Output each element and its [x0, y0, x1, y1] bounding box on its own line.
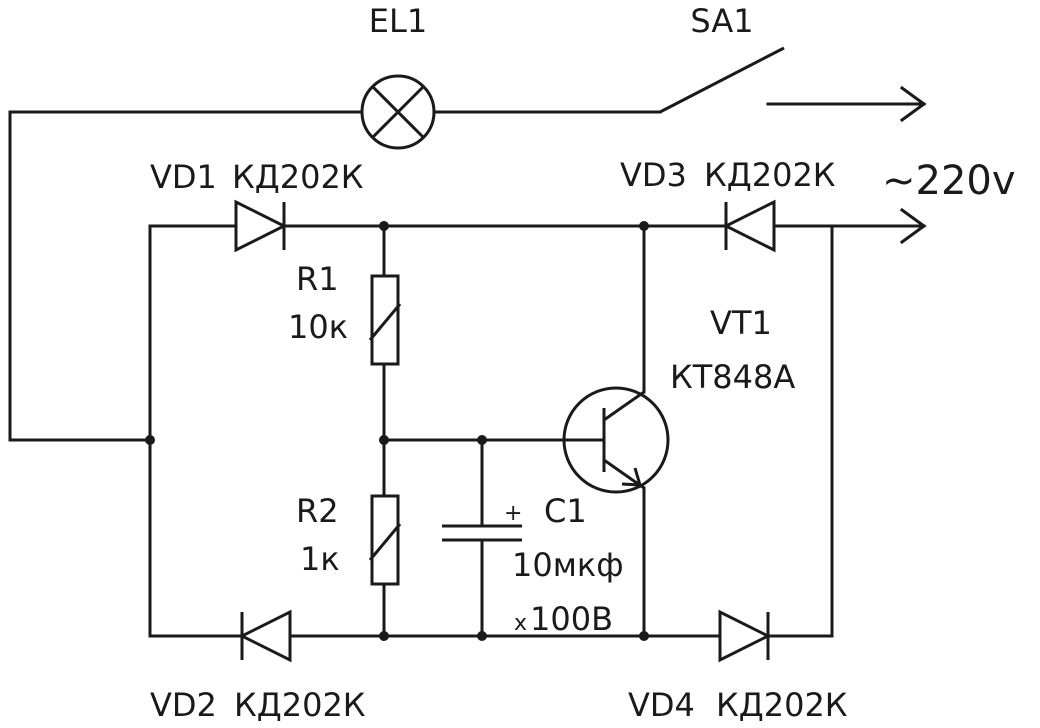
- resistor-r1: R1 10к: [288, 260, 402, 366]
- c1-name: C1: [544, 492, 587, 530]
- wire-lamp-loop: [8, 110, 364, 442]
- vt1-type: КТ848А: [670, 358, 795, 396]
- transistor-icon: [562, 386, 670, 494]
- vd3-name: VD3: [620, 156, 687, 194]
- transistor-emitter-lead: [603, 458, 645, 490]
- diode-vd1: VD1 КД202К: [150, 158, 364, 253]
- lamp-label: EL1: [369, 2, 427, 40]
- c1-voltage: 100В: [530, 600, 613, 638]
- c1-value: 10мкф: [512, 546, 624, 584]
- diode-vd3: VD3 КД202К: [620, 156, 836, 253]
- junction-dot: [639, 221, 649, 231]
- junctions: [145, 221, 649, 641]
- switch-lever-icon: [659, 46, 785, 114]
- vt1-name: VT1: [710, 304, 772, 342]
- vd2-type: КД202К: [234, 686, 366, 724]
- arrow-right-icon: [899, 85, 927, 123]
- junction-dot: [379, 631, 389, 641]
- emitter-arrow-icon: [621, 467, 643, 487]
- r2-value: 1к: [300, 540, 340, 578]
- vd3-type: КД202К: [704, 156, 836, 194]
- transistor-vt1: VT1 КТ848А: [562, 304, 795, 494]
- vd2-name: VD2: [150, 686, 217, 724]
- supply-label: ~220v: [882, 158, 1016, 204]
- resistor-r2: R2 1к: [296, 492, 402, 586]
- supply-terminals: ~220v: [766, 85, 1016, 245]
- diode-icon: [238, 609, 292, 663]
- switch-label: SA1: [690, 2, 753, 40]
- junction-dot: [145, 435, 155, 445]
- vd1-type: КД202К: [232, 158, 364, 196]
- resistor-icon: [370, 274, 400, 366]
- diode-vd2: VD2 КД202К: [150, 609, 366, 724]
- transistor-collector-lead: [603, 390, 645, 422]
- c1-polarity: +: [504, 501, 522, 526]
- vd4-type: КД202К: [716, 686, 848, 724]
- diode-icon: [718, 609, 772, 663]
- vd4-name: VD4: [628, 686, 695, 724]
- lamp-icon: [360, 74, 436, 150]
- junction-dot: [379, 221, 389, 231]
- diode-vd4: VD4 КД202К: [628, 609, 848, 724]
- resistor-icon: [370, 494, 400, 586]
- junction-dot: [477, 631, 487, 641]
- switch-sa1: SA1: [659, 2, 785, 114]
- r1-value: 10к: [288, 308, 348, 346]
- junction-dot: [379, 435, 389, 445]
- c1-voltage-prefix: x: [514, 611, 527, 636]
- r2-name: R2: [296, 492, 339, 530]
- lamp-el1: EL1: [360, 2, 436, 150]
- junction-dot: [639, 631, 649, 641]
- junction-dot: [477, 435, 487, 445]
- vd1-name: VD1: [150, 158, 217, 196]
- wires: [8, 110, 926, 638]
- diode-icon: [722, 199, 776, 253]
- r1-name: R1: [296, 260, 339, 298]
- capacitor-c1: + C1 10мкф x 100В: [442, 492, 624, 638]
- arrow-right-icon: [899, 207, 927, 245]
- diode-icon: [234, 199, 288, 253]
